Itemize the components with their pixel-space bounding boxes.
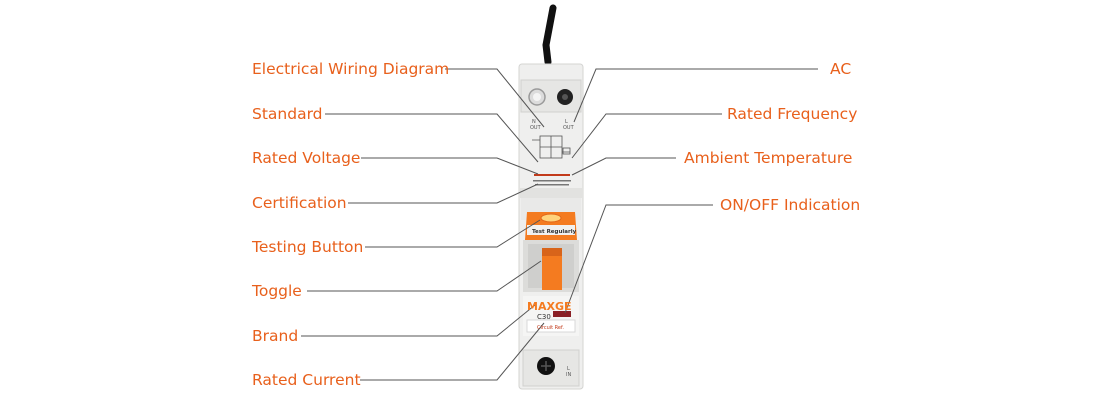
callout-rated-frequency: Rated Frequency — [727, 105, 858, 123]
callout-ambient-temperature: Ambient Temperature — [684, 149, 853, 167]
callout-ac: AC — [830, 60, 852, 78]
test-button[interactable] — [540, 213, 562, 223]
callout-testing-button: Testing Button — [252, 238, 364, 256]
callout-certification: Certification — [252, 194, 347, 212]
rating-text: C30 — [537, 313, 551, 321]
callout-on-off-indication: ON/OFF Indication — [720, 196, 861, 214]
test-regularly-text: Test Regularly — [532, 229, 577, 235]
bottom-terminal-text-2: IN — [566, 372, 571, 378]
toggle-lever[interactable] — [542, 248, 562, 290]
callout-rated-voltage: Rated Voltage — [252, 149, 361, 167]
bottom-terminal-text: L — [567, 366, 570, 372]
callout-electrical-wiring-diagram: Electrical Wiring Diagram — [252, 60, 450, 78]
top-left-terminal-text-2: OUT — [530, 125, 542, 131]
power-cable — [542, 4, 557, 66]
callout-standard: Standard — [252, 105, 323, 123]
top-right-terminal-text: L — [565, 119, 568, 125]
on-off-indicator — [553, 311, 571, 317]
callout-brand: Brand — [252, 327, 299, 345]
top-right-terminal-text-2: OUT — [563, 125, 575, 131]
top-left-terminal-text: N — [532, 119, 536, 125]
wiring-diagram-print — [532, 135, 571, 159]
brand-text: MAXGE — [527, 300, 571, 313]
callout-rated-current: Rated Current — [252, 371, 361, 389]
callout-toggle: Toggle — [252, 282, 302, 300]
circuit-ref-text: Circuit Ref. — [537, 325, 564, 331]
leader-lines — [301, 68, 818, 381]
breaker-body — [518, 63, 584, 390]
